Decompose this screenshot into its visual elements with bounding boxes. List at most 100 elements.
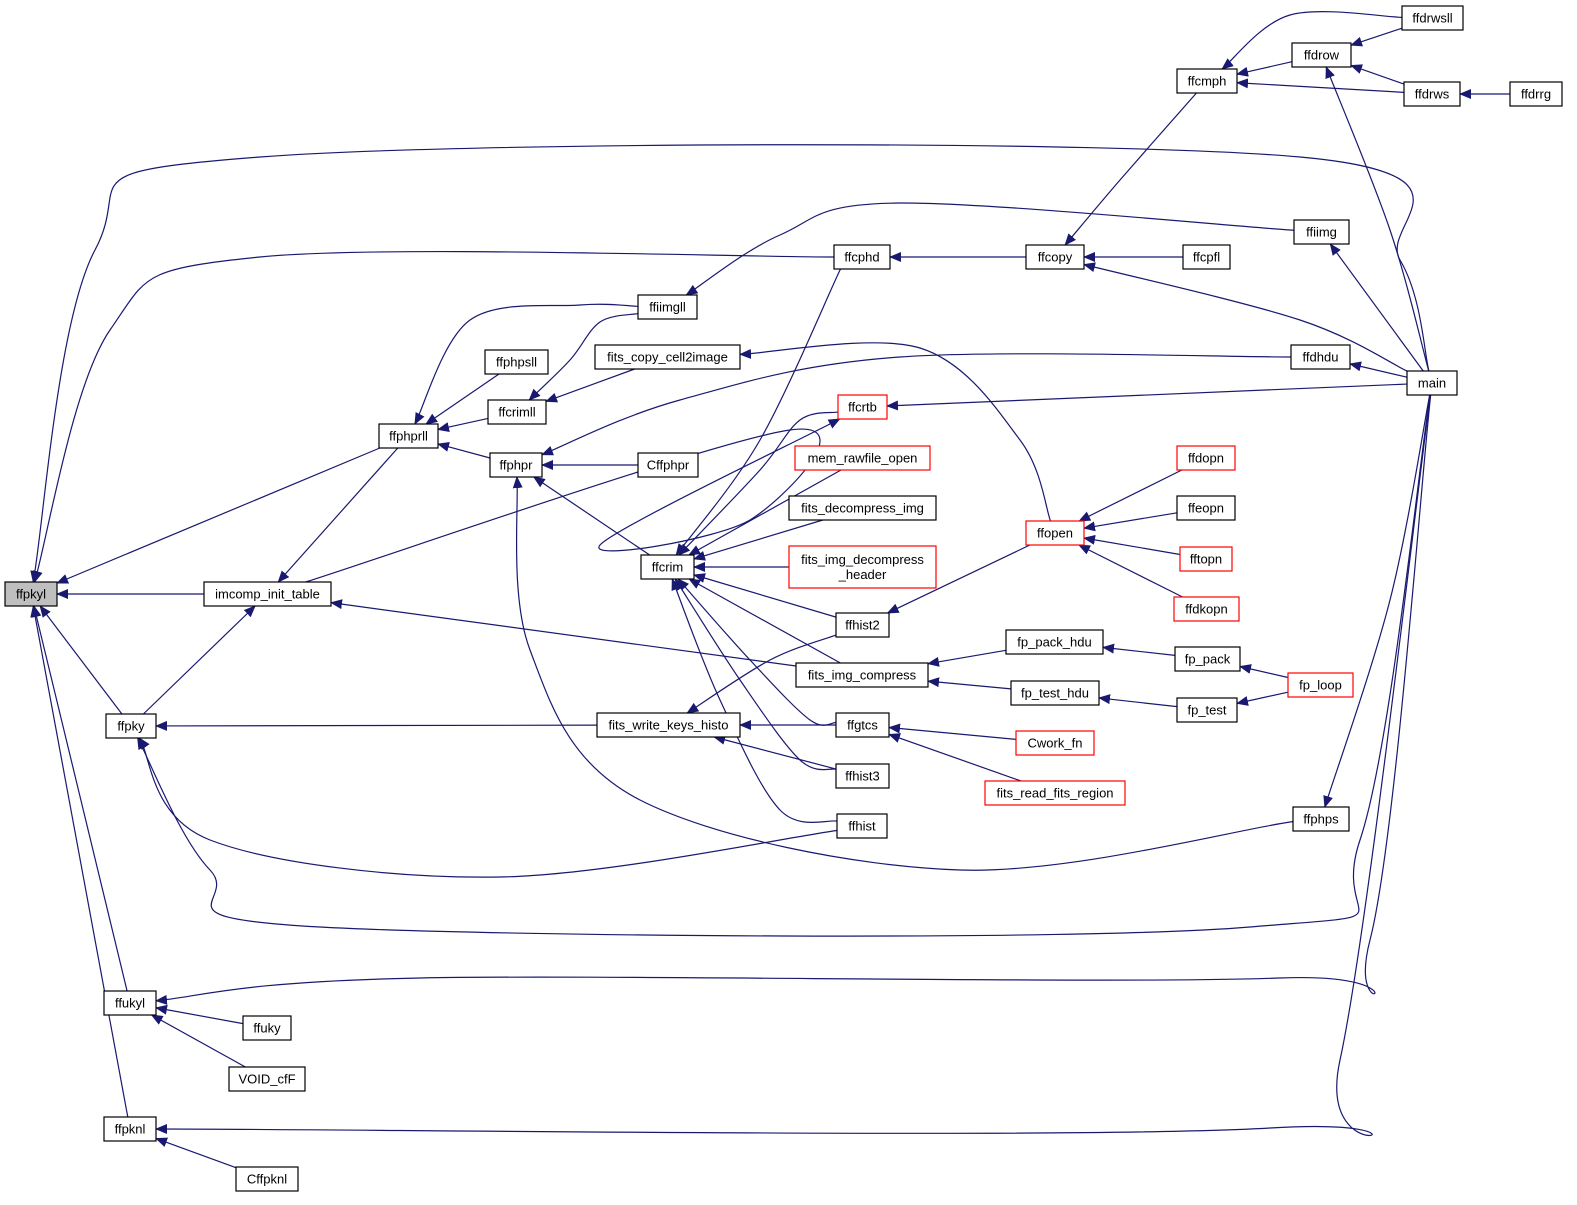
edge-ffhist2-to-fits_write_keys_histo <box>686 634 837 714</box>
node-label: fp_pack_hdu <box>1017 635 1091 650</box>
edge-ffcrtb-to-ffcrim <box>678 411 839 556</box>
node-cwork-fn[interactable]: Cwork_fn <box>1015 730 1095 756</box>
node-ffhist[interactable]: ffhist <box>836 813 888 839</box>
node-cffphpr[interactable]: Cffphpr <box>637 452 699 478</box>
node-label: VOID_cfF <box>238 1072 295 1087</box>
edge-main-to-ffphps <box>1323 394 1431 808</box>
node-box <box>103 990 157 1016</box>
edge-fits_read_fits_region-to-ffgtcs <box>888 733 1022 782</box>
node-ffdrwsll[interactable]: ffdrwsll <box>1401 5 1464 31</box>
node-label: fits_write_keys_histo <box>609 718 729 733</box>
node-label: imcomp_init_table <box>215 587 320 602</box>
node-label: fp_pack <box>1185 652 1231 667</box>
node-box <box>637 452 699 478</box>
node-fp-pack[interactable]: fp_pack <box>1174 646 1241 672</box>
node-ffdopn[interactable]: ffdopn <box>1176 445 1236 471</box>
node-box <box>788 495 937 521</box>
node-box <box>1406 370 1458 396</box>
edge-ffdrow-to-ffcmph <box>1236 61 1293 77</box>
edge-fp_test_hdu-to-fits_img_compress <box>927 677 1012 690</box>
node-ffhist3[interactable]: ffhist3 <box>835 763 890 789</box>
node-imcomp-init-table[interactable]: imcomp_init_table <box>203 581 332 607</box>
node-ffopen[interactable]: ffopen <box>1025 520 1085 546</box>
node-fits-read-fits-region[interactable]: fits_read_fits_region <box>984 780 1126 806</box>
node-label: ffiimgll <box>649 300 686 315</box>
node-fp-test[interactable]: fp_test <box>1176 697 1238 723</box>
node-fits-img-decompress-header[interactable]: fits_img_decompress_header <box>788 545 937 589</box>
edge-line <box>138 737 865 878</box>
node-ffpky[interactable]: ffpky <box>105 713 157 739</box>
node-ffcphd[interactable]: ffcphd <box>833 244 891 270</box>
node-fp-test-hdu[interactable]: fp_test_hdu <box>1010 680 1100 706</box>
edge-line <box>693 573 837 618</box>
node-ffdhdu[interactable]: ffdhdu <box>1290 344 1351 370</box>
edge-line <box>545 368 635 403</box>
node-ffcrim[interactable]: ffcrim <box>640 554 695 580</box>
node-ffdkopn[interactable]: ffdkopn <box>1173 596 1240 622</box>
node-ffcrimll[interactable]: ffcrimll <box>487 399 547 425</box>
edge-ffukyl-to-ffpkyl <box>31 605 128 992</box>
node-label: ffukyl <box>115 996 145 1011</box>
edge-ffhist-to-ffpky <box>138 737 865 878</box>
edge-line <box>1078 469 1183 522</box>
edge-ffdopn-to-ffopen <box>1078 469 1183 522</box>
node-box <box>1176 445 1236 471</box>
edge-line <box>30 144 1430 583</box>
node-ffiimg[interactable]: ffiimg <box>1293 219 1350 245</box>
node-ffdrrg[interactable]: ffdrrg <box>1509 81 1563 107</box>
node-main[interactable]: main <box>1406 370 1458 396</box>
node-box <box>1182 244 1231 270</box>
node-ffeopn[interactable]: ffeopn <box>1176 495 1236 521</box>
edge-line <box>678 411 839 556</box>
node-ffcpfl[interactable]: ffcpfl <box>1182 244 1231 270</box>
node-ffphpr[interactable]: ffphpr <box>489 452 543 478</box>
node-fp-pack-hdu[interactable]: fp_pack_hdu <box>1005 629 1104 655</box>
node-label: fp_test <box>1187 703 1226 718</box>
node-ffuky[interactable]: ffuky <box>242 1015 292 1041</box>
node-ffphpsll[interactable]: ffphpsll <box>484 349 549 375</box>
node-ffiimgll[interactable]: ffiimgll <box>637 294 698 320</box>
node-void-cff[interactable]: VOID_cfF <box>228 1066 306 1092</box>
edge-ffdrws-to-ffcmph <box>1236 78 1405 93</box>
edge-line <box>155 1137 237 1169</box>
node-box <box>1025 520 1085 546</box>
node-ffhist2[interactable]: ffhist2 <box>835 612 890 638</box>
node-box <box>242 1015 292 1041</box>
node-box <box>487 399 547 425</box>
node-fits-img-compress[interactable]: fits_img_compress <box>795 662 929 688</box>
edge-line <box>1083 512 1178 532</box>
node-fits-decompress-img[interactable]: fits_decompress_img <box>788 495 937 521</box>
node-cffpknl[interactable]: Cffpknl <box>235 1166 299 1192</box>
node-mem-rawfile-open[interactable]: mem_rawfile_open <box>794 445 931 471</box>
node-label: ffphprll <box>389 429 428 444</box>
node-ffpknl[interactable]: ffpknl <box>103 1116 157 1142</box>
node-box <box>103 1116 157 1142</box>
node-label: fits_read_fits_region <box>996 786 1113 801</box>
edge-line <box>155 1004 244 1025</box>
edge-line <box>886 544 1031 614</box>
node-ffcrtb[interactable]: ffcrtb <box>837 394 888 420</box>
node-ffphps[interactable]: ffphps <box>1292 806 1350 832</box>
node-box <box>637 294 698 320</box>
node-box <box>1179 546 1233 572</box>
node-label: _header <box>838 567 887 582</box>
node-ffukyl[interactable]: ffukyl <box>103 990 157 1016</box>
node-box <box>1025 244 1085 270</box>
node-fits-copy-cell2image[interactable]: fits_copy_cell2image <box>594 344 741 370</box>
node-ffphprll[interactable]: ffphprll <box>378 423 439 449</box>
edge-line <box>1349 361 1408 378</box>
edge-main-to-ffpkyl <box>30 144 1430 583</box>
node-ffdrow[interactable]: ffdrow <box>1291 42 1352 68</box>
node-label: ffopen <box>1037 526 1073 541</box>
node-ffpkyl[interactable]: ffpkyl <box>4 581 58 607</box>
node-ffcopy[interactable]: ffcopy <box>1025 244 1085 270</box>
node-ffdrws[interactable]: ffdrws <box>1403 81 1461 107</box>
edge-line <box>137 394 1431 937</box>
node-fp-loop[interactable]: fp_loop <box>1287 672 1354 698</box>
node-ffgtcs[interactable]: ffgtcs <box>835 712 890 738</box>
node-fftopn[interactable]: fftopn <box>1179 546 1233 572</box>
node-box <box>1010 680 1100 706</box>
node-ffcmph[interactable]: ffcmph <box>1176 68 1238 94</box>
edge-line <box>713 734 837 770</box>
node-fits-write-keys-histo[interactable]: fits_write_keys_histo <box>596 712 741 738</box>
